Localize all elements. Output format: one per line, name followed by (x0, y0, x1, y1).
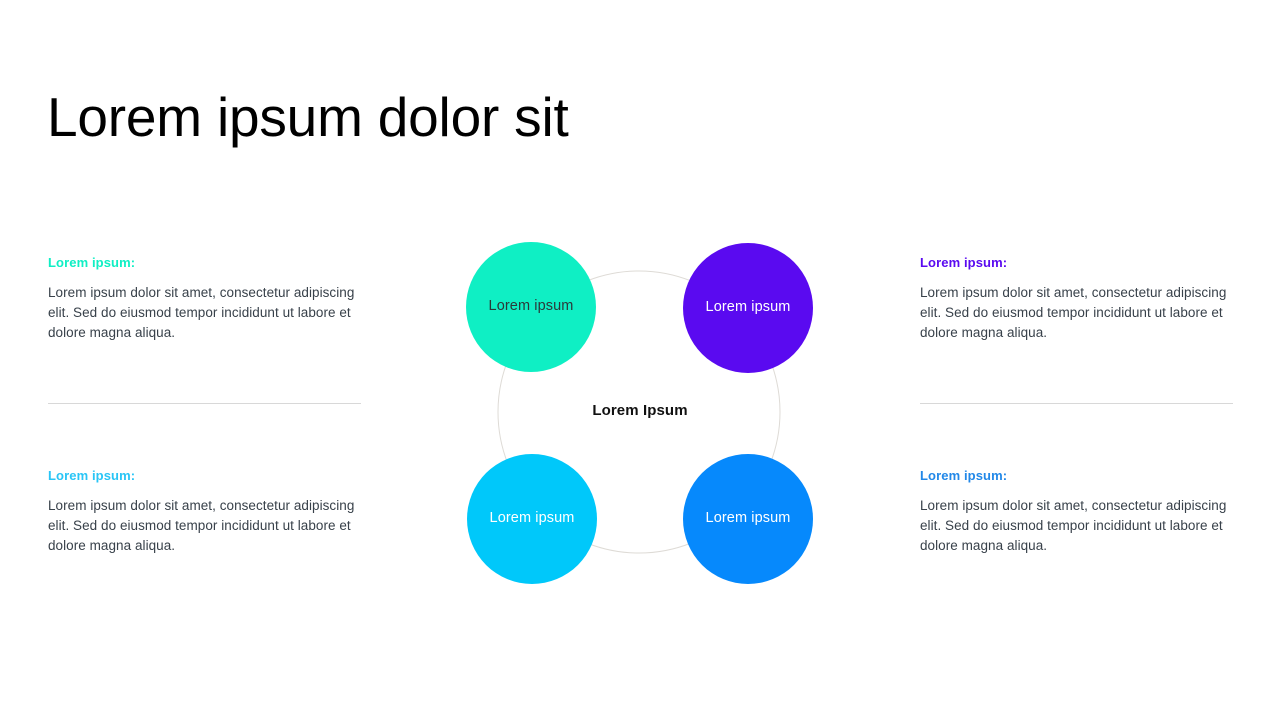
node-label-top-right: Lorem ipsum (705, 299, 791, 316)
diagram-center-label: Lorem Ipsum (592, 402, 688, 419)
diagram-ring-svg (497, 270, 781, 554)
page-title: Lorem ipsum dolor sit (47, 85, 569, 148)
block-heading-bottom-right: Lorem ipsum: (920, 468, 1008, 483)
block-body-bottom-right: Lorem ipsum dolor sit amet, consectetur … (920, 497, 1227, 553)
text-block-bottom-left: Lorem ipsum: Lorem ipsum dolor sit amet,… (48, 468, 363, 556)
block-body-bottom-left: Lorem ipsum dolor sit amet, consectetur … (48, 497, 355, 553)
node-top-right[interactable]: Lorem ipsum (683, 243, 813, 373)
text-block-bottom-right: Lorem ipsum: Lorem ipsum dolor sit amet,… (920, 468, 1235, 556)
divider-right (920, 403, 1233, 404)
center-ring-circle (497, 270, 781, 554)
text-block-top-left: Lorem ipsum: Lorem ipsum dolor sit amet,… (48, 255, 363, 343)
block-heading-top-right: Lorem ipsum: (920, 255, 1008, 270)
block-body-top-right: Lorem ipsum dolor sit amet, consectetur … (920, 284, 1227, 340)
node-top-left[interactable]: Lorem ipsum (466, 242, 596, 372)
node-label-bottom-right: Lorem ipsum (705, 510, 791, 527)
text-block-top-right: Lorem ipsum: Lorem ipsum dolor sit amet,… (920, 255, 1235, 343)
block-body-top-left: Lorem ipsum dolor sit amet, consectetur … (48, 284, 355, 340)
block-heading-top-left: Lorem ipsum: (48, 255, 136, 270)
node-label-top-left: Lorem ipsum (488, 298, 574, 315)
node-bottom-left[interactable]: Lorem ipsum (467, 454, 597, 584)
node-bottom-right[interactable]: Lorem ipsum (683, 454, 813, 584)
node-label-bottom-left: Lorem ipsum (489, 510, 575, 527)
divider-left (48, 403, 361, 404)
block-heading-bottom-left: Lorem ipsum: (48, 468, 136, 483)
cycle-diagram: Lorem ipsum Lorem ipsum Lorem ipsum Lore… (455, 228, 825, 598)
